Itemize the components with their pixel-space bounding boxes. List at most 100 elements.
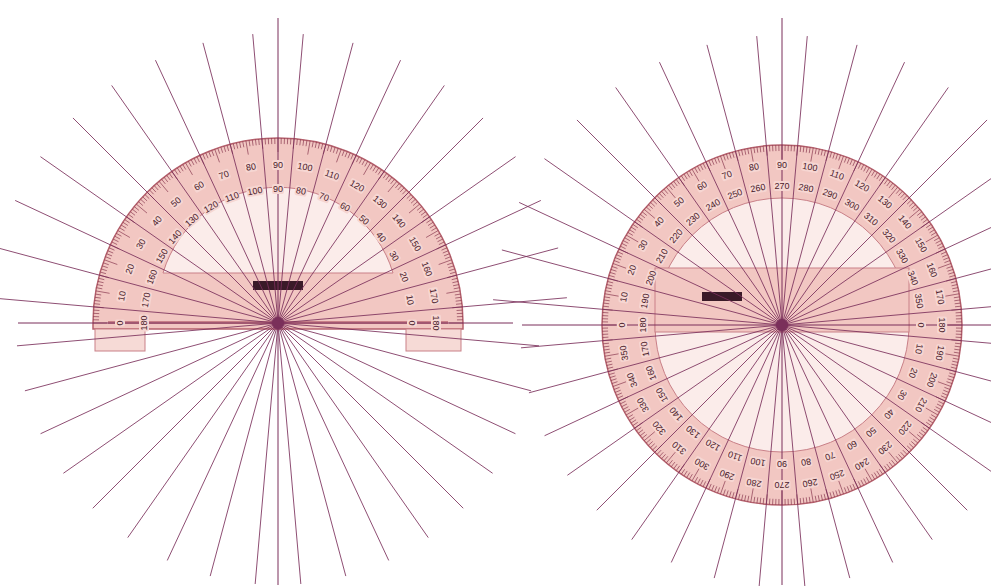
scale-tick bbox=[455, 297, 461, 299]
scale-tick bbox=[615, 258, 621, 260]
scale-tick bbox=[956, 334, 962, 335]
scale-number: 120 bbox=[201, 198, 221, 215]
radial-line bbox=[210, 323, 278, 576]
scale-tick bbox=[951, 281, 957, 282]
scale-number: 260 bbox=[801, 476, 820, 489]
scale-tick bbox=[236, 143, 237, 149]
scale-tick bbox=[839, 156, 844, 169]
scale-tick bbox=[642, 435, 647, 439]
scale-tick bbox=[378, 170, 381, 175]
scale-tick bbox=[715, 158, 717, 164]
scale-number: 90 bbox=[272, 184, 284, 194]
scale-tick bbox=[602, 312, 608, 313]
scale-tick bbox=[456, 300, 462, 302]
radial-line bbox=[519, 202, 782, 325]
scale-tick bbox=[388, 177, 392, 182]
scale-number: 80 bbox=[244, 161, 258, 173]
scale-tick bbox=[936, 407, 941, 410]
radial-line bbox=[155, 60, 278, 323]
scale-tick bbox=[788, 499, 789, 505]
scale-tick bbox=[742, 495, 743, 501]
radial-line bbox=[278, 323, 531, 391]
scale-tick bbox=[830, 492, 832, 498]
scale-tick bbox=[669, 460, 673, 465]
scale-tick bbox=[605, 354, 619, 356]
scale-number: 190 bbox=[933, 344, 946, 363]
scale-tick bbox=[723, 490, 725, 496]
scale-tick bbox=[136, 204, 147, 213]
scale-tick bbox=[709, 161, 711, 166]
scale-tick bbox=[751, 488, 753, 502]
scale-tick bbox=[664, 189, 668, 194]
radial-line bbox=[0, 248, 278, 323]
scale-tick bbox=[101, 269, 107, 271]
scale-tick bbox=[909, 444, 913, 448]
scale-tick bbox=[602, 321, 608, 322]
radial-line bbox=[167, 323, 278, 560]
scale-tick bbox=[769, 499, 770, 505]
scale-tick bbox=[625, 409, 630, 412]
scale-tick bbox=[662, 191, 666, 195]
scale-tick bbox=[93, 316, 99, 317]
scale-tick bbox=[302, 140, 304, 146]
scale-tick bbox=[359, 158, 362, 163]
scale-tick bbox=[666, 187, 675, 198]
scale-number: 130 bbox=[370, 193, 389, 212]
scale-tick bbox=[157, 183, 161, 188]
scale-tick bbox=[388, 181, 397, 192]
scale-number: 160 bbox=[144, 267, 159, 286]
scale-number: 70 bbox=[217, 168, 232, 182]
scale-tick bbox=[296, 139, 298, 145]
radial-line bbox=[278, 43, 353, 323]
scale-tick bbox=[633, 224, 638, 227]
scale-number: 110 bbox=[725, 448, 744, 463]
scale-tick bbox=[953, 291, 959, 292]
radial-line bbox=[278, 85, 444, 323]
scale-tick bbox=[806, 497, 808, 503]
scale-tick bbox=[648, 205, 652, 209]
scale-tick bbox=[726, 154, 728, 160]
scale-tick bbox=[284, 138, 285, 144]
scale-number: 90 bbox=[776, 160, 788, 170]
radial-line bbox=[278, 34, 303, 323]
scale-tick bbox=[666, 452, 675, 463]
scale-tick bbox=[839, 490, 841, 496]
scale-tick bbox=[745, 495, 746, 501]
scale-tick bbox=[113, 239, 118, 242]
scale-tick bbox=[607, 367, 613, 368]
scale-tick bbox=[638, 217, 643, 221]
scale-tick bbox=[321, 143, 322, 149]
scale-tick bbox=[93, 310, 99, 311]
radial-line bbox=[63, 323, 278, 473]
scale-tick bbox=[112, 242, 117, 245]
scale-tick bbox=[756, 497, 758, 503]
scale-number: 10 bbox=[618, 290, 630, 304]
scale-number: 290 bbox=[820, 187, 839, 202]
scale-tick bbox=[605, 291, 611, 292]
center-mark bbox=[272, 317, 284, 329]
scale-tick bbox=[640, 214, 645, 218]
scale-tick bbox=[628, 232, 633, 235]
radial-line bbox=[278, 323, 493, 473]
scale-tick bbox=[956, 337, 962, 338]
scale-tick bbox=[609, 275, 615, 277]
scale-number: 20 bbox=[625, 263, 639, 278]
scale-tick bbox=[745, 149, 746, 155]
scale-number: 80 bbox=[295, 185, 309, 197]
scale-tick bbox=[717, 487, 719, 493]
scale-tick bbox=[636, 427, 641, 431]
radial-line bbox=[278, 323, 301, 584]
scale-tick bbox=[844, 157, 846, 163]
scale-tick bbox=[602, 315, 608, 316]
scale-number: 180 bbox=[431, 314, 441, 331]
scale-tick bbox=[138, 202, 143, 206]
scale-number: 280 bbox=[797, 182, 816, 195]
scale-tick bbox=[435, 233, 440, 236]
scale-tick bbox=[618, 252, 623, 254]
scale-number: 0 bbox=[916, 321, 926, 328]
radial-line bbox=[203, 43, 278, 323]
scale-tick bbox=[729, 153, 731, 159]
scale-number: 50 bbox=[169, 194, 185, 209]
scale-tick bbox=[312, 141, 313, 147]
scale-number: 70 bbox=[822, 449, 837, 463]
